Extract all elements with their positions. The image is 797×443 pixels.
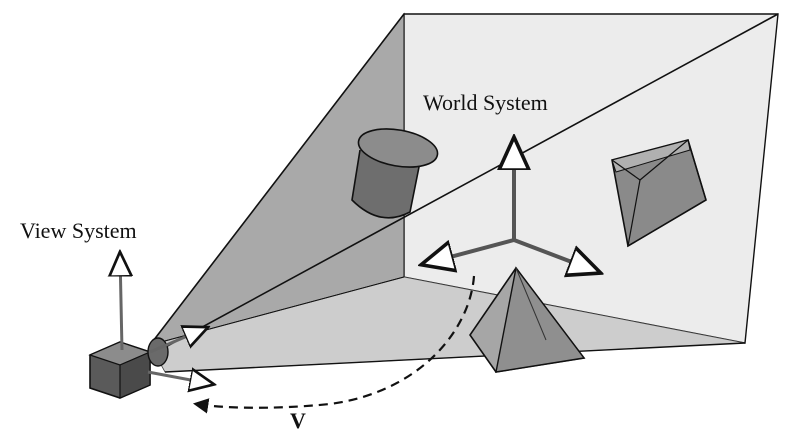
camera-icon bbox=[88, 337, 169, 399]
v-label: V bbox=[290, 408, 306, 433]
frustum-edge-top-left bbox=[149, 13, 405, 346]
frustum-edge-top-right bbox=[159, 13, 779, 351]
v-arc-arrow bbox=[192, 275, 476, 414]
world-system-label: World System bbox=[423, 90, 548, 115]
view-system-label: View System bbox=[20, 218, 137, 243]
pyramid-icon bbox=[469, 266, 586, 373]
world-axes bbox=[424, 140, 598, 272]
frustum-edge-bottom-right bbox=[164, 342, 746, 373]
cube-icon bbox=[611, 138, 707, 248]
cylinder-icon bbox=[351, 128, 439, 219]
view-axes bbox=[120, 254, 212, 384]
